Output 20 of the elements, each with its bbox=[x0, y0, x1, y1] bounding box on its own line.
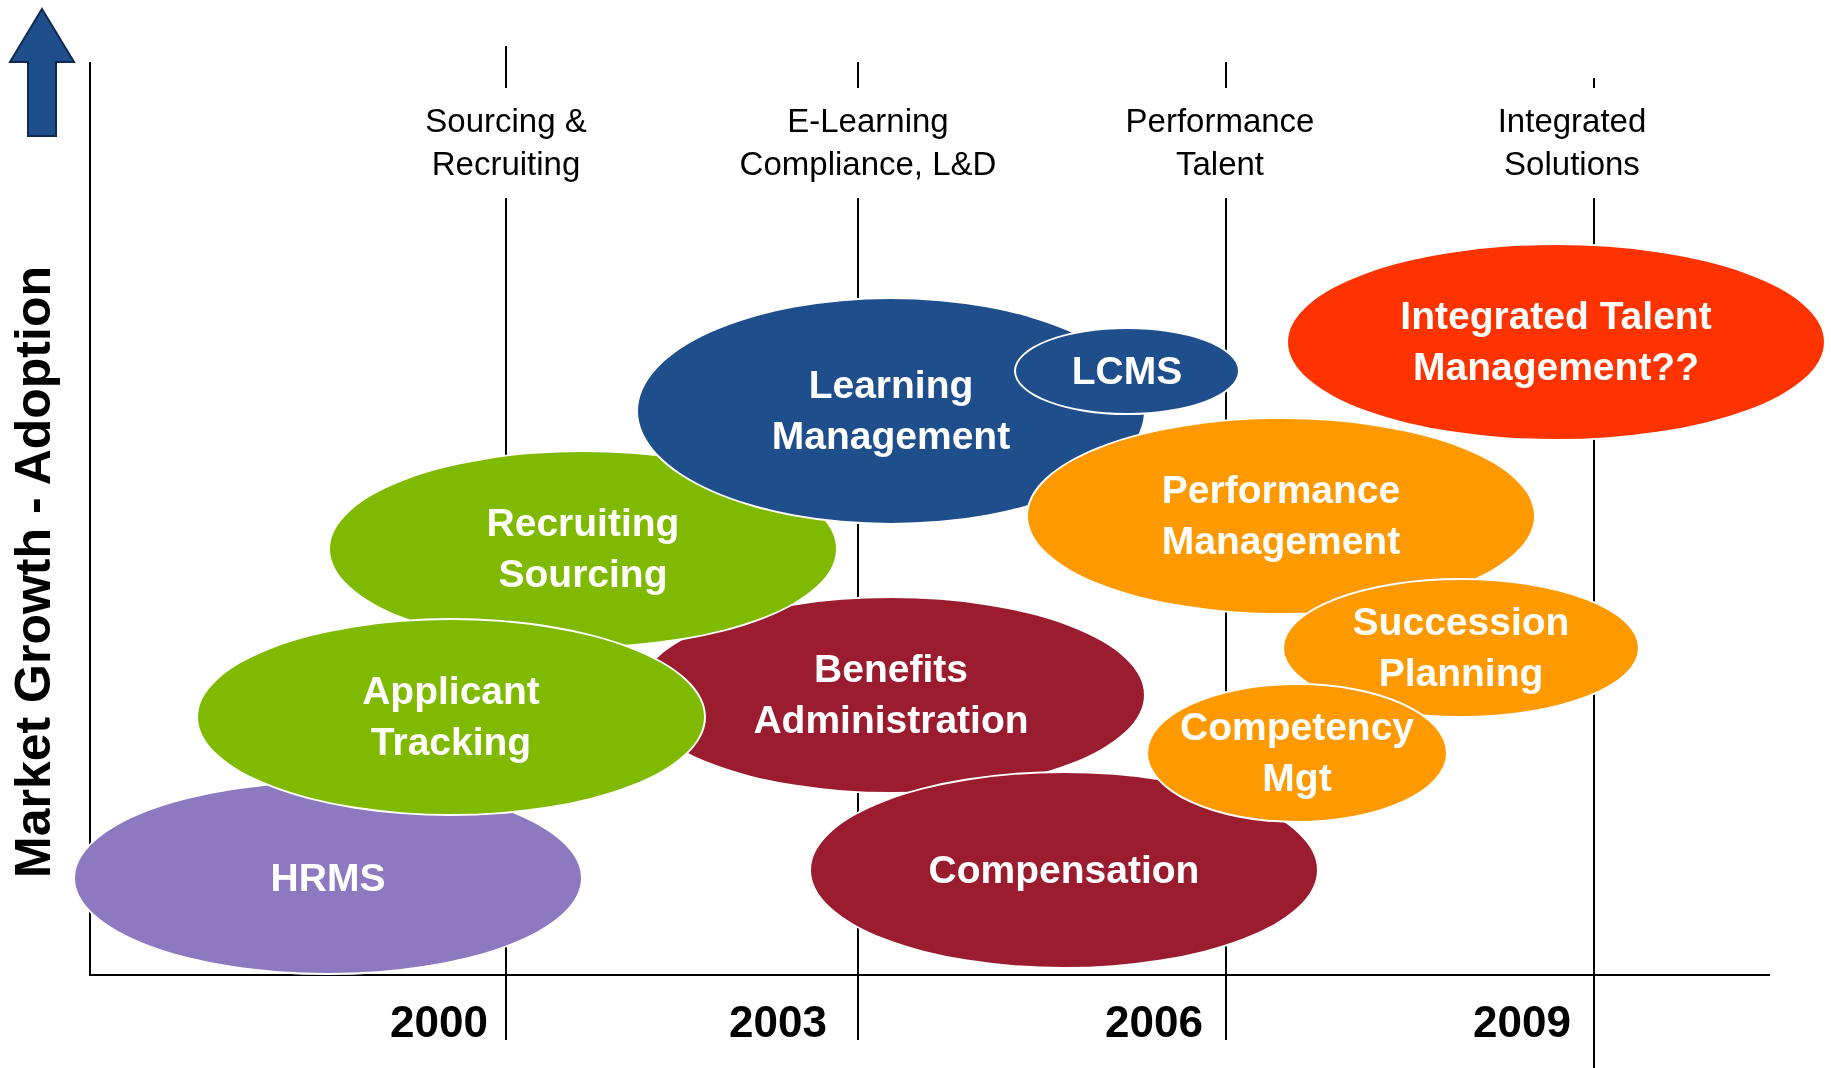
year-label: 2006 bbox=[1104, 996, 1204, 1048]
era-heading: E-Learning Compliance, L&D bbox=[738, 101, 998, 184]
year-label: 2009 bbox=[1472, 996, 1572, 1048]
bubble-label: Integrated Talent Management?? bbox=[1399, 293, 1713, 390]
era-heading: Performance Talent bbox=[1124, 101, 1316, 184]
bubble-label: Compensation bbox=[928, 846, 1200, 893]
bubble-label: Recruiting Sourcing bbox=[485, 500, 681, 597]
era-heading: Sourcing & Recruiting bbox=[424, 101, 588, 184]
year-label: 2000 bbox=[389, 996, 489, 1048]
bubble-label: LCMS bbox=[1071, 347, 1183, 394]
era-heading: Integrated Solutions bbox=[1496, 101, 1648, 184]
year-label: 2003 bbox=[728, 996, 828, 1048]
bubble-label: Succession Planning bbox=[1351, 599, 1571, 696]
bubble-label: Applicant Tracking bbox=[361, 668, 541, 765]
bubble-label: Benefits Administration bbox=[752, 646, 1030, 743]
bubble-label: Competency Mgt bbox=[1178, 704, 1416, 801]
bubble-label: HRMS bbox=[270, 854, 386, 901]
axis-title: Market Growth - Adoption bbox=[3, 266, 62, 878]
bubble-label: Learning Management bbox=[770, 362, 1012, 459]
bubble-label: Performance Management bbox=[1160, 467, 1402, 564]
